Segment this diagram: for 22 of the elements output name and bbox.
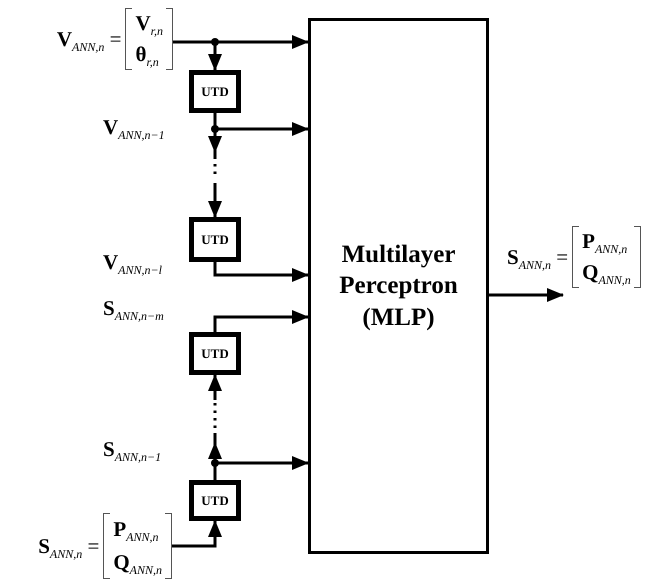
matrix-entry: V$_{r,n}$ — [135, 10, 163, 38]
arrow — [214, 310, 309, 332]
matrix-entry: θ$_{r,n}$ — [135, 40, 160, 68]
equation-label: V$_{ANN,n}$ = — [56, 26, 122, 52]
signal-label: S$_{ANN,n−m}$ — [103, 296, 164, 321]
matrix-entry: Q$_{ANN,n}$ — [113, 548, 162, 576]
delay-block: UTD — [189, 70, 241, 113]
delay-block: UTD — [189, 332, 241, 375]
delay-block: UTD — [189, 480, 241, 521]
matrix-entry: P$_{ANN,n}$ — [582, 228, 628, 256]
arrow — [214, 262, 309, 282]
arrow — [172, 520, 222, 548]
matrix-entry: P$_{ANN,n}$ — [113, 516, 160, 544]
signal-label: V$_{ANN,n−l}$ — [103, 250, 162, 275]
process-block: Multilayer Perceptron (MLP) — [308, 18, 489, 554]
signal-label: S$_{ANN,n−1}$ — [103, 437, 162, 462]
equation-label: S$_{ANN,n}$ = — [38, 534, 100, 558]
delay-block: UTD — [189, 217, 241, 262]
arrow — [489, 288, 564, 302]
matrix-entry: Q$_{ANN,n}$ — [582, 258, 631, 286]
equation-label: S$_{ANN,n}$ = — [507, 244, 568, 270]
signal-label: V$_{ANN,n−1}$ — [103, 115, 165, 140]
